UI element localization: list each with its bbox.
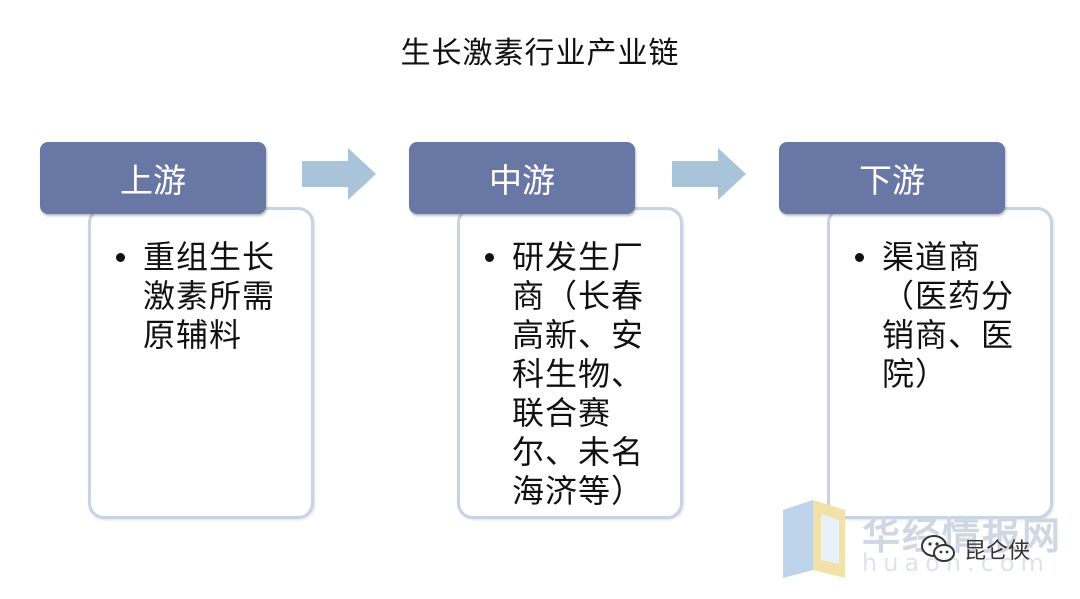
right-arrow-icon [302,148,376,200]
stage-header-midstream: 中游 [409,142,635,214]
watermark-site-name: 华经情报网 [862,514,1063,558]
stage-header-downstream: 下游 [779,142,1005,214]
bullet-item: 渠道商（医药分销商、医院） [855,238,1038,394]
stage-box-downstream: 渠道商（医药分销商、医院） [827,207,1053,519]
bullet-item: 研发生厂商（长春高新、安科生物、联合赛尔、未名海济等） [485,238,668,511]
wechat-icon [921,535,955,562]
stage-description: 重组生长激素所需原辅料 [143,238,276,354]
diagram-title: 生长激素行业产业链 [400,36,680,71]
wechat-account-badge: 昆仑侠 [920,533,1030,565]
bullet-dot-icon [116,253,125,262]
huajing-logo-icon [783,500,845,578]
stage-description: 研发生厂商（长春高新、安科生物、联合赛尔、未名海济等） [512,238,645,510]
bullet-item: 重组生长激素所需原辅料 [116,238,299,355]
bullet-dot-icon [485,253,494,262]
right-arrow-icon [672,148,746,200]
stage-header-upstream: 上游 [40,142,266,214]
stage-box-upstream: 重组生长激素所需原辅料 [88,207,314,519]
stage-box-midstream: 研发生厂商（长春高新、安科生物、联合赛尔、未名海济等） [457,207,683,519]
stage-description: 渠道商（医药分销商、医院） [882,238,1015,393]
wechat-account-name: 昆仑侠 [964,539,1031,564]
bullet-dot-icon [855,253,864,262]
